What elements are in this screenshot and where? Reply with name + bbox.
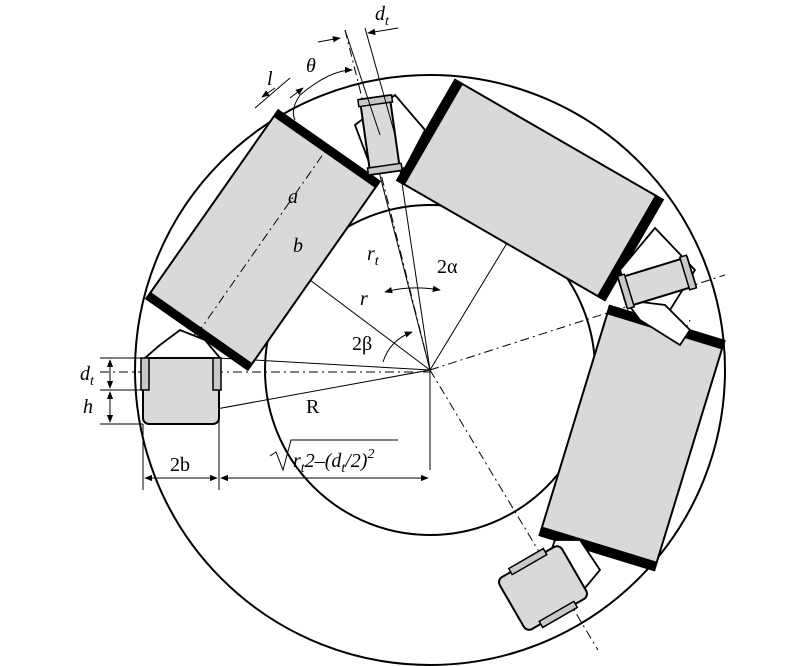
label-rt: rt [367,243,380,269]
label-2b: 2b [170,454,190,476]
label-a: a [288,186,298,208]
block-upper-left [144,108,382,372]
outer-circle [134,74,726,666]
label-theta: θ [306,55,316,77]
label-sqrt-expression: rt2–(dt/2)2 [269,439,398,476]
svg-text:rt2–(dt/2)2: rt2–(dt/2)2 [293,447,374,476]
block-right [538,304,726,572]
arc-2beta [382,331,413,363]
arc-2alpha [384,285,441,294]
bottom-dimensions [142,390,429,490]
label-l: l [267,68,273,90]
label-b: b [293,235,303,257]
label-dt-left: dt [80,363,95,389]
hinge-right [623,298,692,347]
label-r: r [360,288,368,310]
label-h: h [83,396,93,418]
label-R: R [306,396,320,418]
block-upper-right [395,78,665,302]
top-dimensions [254,27,399,136]
label-dt-top: dt [375,3,390,29]
link-left [140,357,222,425]
link-bottom [498,545,588,631]
hinge-left [142,328,222,359]
link-right [616,254,698,310]
left-dimensions [100,357,143,425]
label-2beta: 2β [352,333,372,355]
label-2alpha: 2α [437,256,458,278]
